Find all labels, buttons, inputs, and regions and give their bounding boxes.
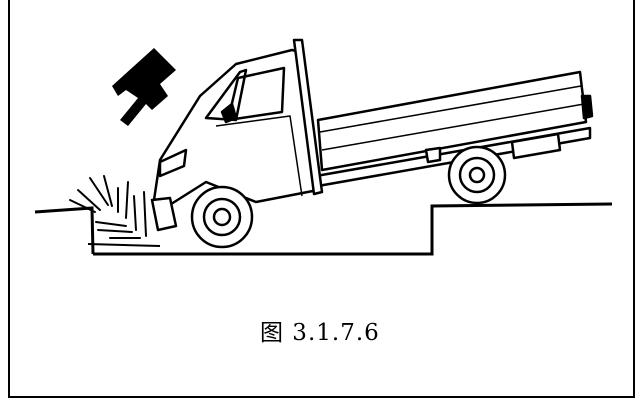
ground-step	[34, 202, 613, 256]
truck-icon	[150, 38, 594, 249]
debris-splash-icon	[69, 175, 147, 239]
hammer-icon	[112, 48, 176, 126]
figure-frame	[8, 0, 635, 398]
figure-caption: 图 3.1.7.6	[260, 320, 380, 346]
